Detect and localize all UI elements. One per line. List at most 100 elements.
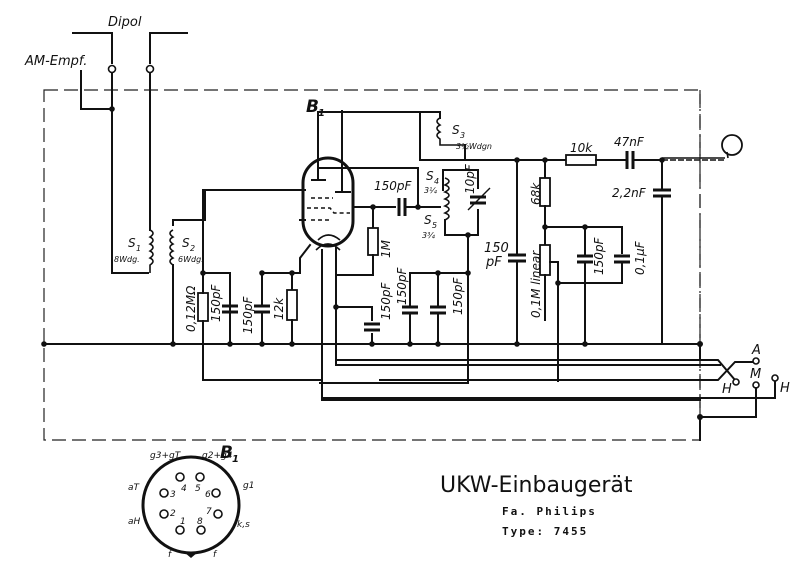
svg-text:0,12MΩ: 0,12MΩ xyxy=(184,285,198,332)
svg-text:150pF: 150pF xyxy=(592,236,606,275)
resistor-012M xyxy=(197,292,209,322)
tube-pinout-diagram: B 1 g3+gT g2+g4 aT aH g1 k,s f f 4 5 3 6… xyxy=(128,443,254,560)
svg-text:150pF: 150pF xyxy=(451,276,465,315)
svg-text:150pF: 150pF xyxy=(374,179,413,193)
capacitor-150pF-e: 150pF xyxy=(430,276,465,315)
svg-text:S: S xyxy=(424,213,432,227)
svg-text:2: 2 xyxy=(190,244,195,253)
svg-text:5: 5 xyxy=(195,484,201,494)
svg-text:1: 1 xyxy=(318,108,325,119)
svg-text:H: H xyxy=(780,381,790,396)
manufacturer: Fa. Philips xyxy=(502,505,597,518)
svg-text:10pF: 10pF xyxy=(463,163,477,194)
coil-s3: S 3 3½Wdgn xyxy=(436,117,492,151)
pin-7 xyxy=(213,509,223,519)
resistor-1M xyxy=(367,227,379,256)
svg-text:3¾: 3¾ xyxy=(422,231,435,240)
svg-text:2: 2 xyxy=(170,509,176,519)
coil-s1: S 1 8Wdg. xyxy=(114,229,154,273)
svg-text:6Wdg.: 6Wdg. xyxy=(178,255,204,264)
dipole-terminal-left[interactable] xyxy=(107,64,117,74)
resistor-10k xyxy=(565,154,597,166)
svg-text:150: 150 xyxy=(484,241,509,256)
svg-text:M: M xyxy=(750,367,761,382)
svg-text:A: A xyxy=(751,343,761,358)
svg-text:3¼: 3¼ xyxy=(424,186,437,195)
pin-2 xyxy=(159,509,169,519)
svg-text:S: S xyxy=(452,123,460,137)
capacitor-150pF-d: 150pF xyxy=(395,266,418,315)
capacitor-22nF: 2,2nF xyxy=(612,186,671,200)
svg-text:g2+g4: g2+g4 xyxy=(202,451,233,461)
type-number: Type: 7455 xyxy=(502,525,588,538)
capacitor-150pF-c: 150pF xyxy=(364,281,393,332)
svg-text:1: 1 xyxy=(136,244,141,253)
svg-text:1M: 1M xyxy=(379,239,393,258)
svg-text:aH: aH xyxy=(128,517,141,527)
svg-text:150pF: 150pF xyxy=(395,266,409,305)
svg-text:H: H xyxy=(722,382,732,397)
capacitor-150pF-f: 150 pF xyxy=(484,241,526,270)
svg-text:S: S xyxy=(182,236,190,250)
svg-text:0,1M linear: 0,1M linear xyxy=(529,250,543,318)
pin-6 xyxy=(211,488,221,498)
svg-text:47nF: 47nF xyxy=(614,135,645,149)
trimmer-capacitor-10pF: 10pF xyxy=(463,163,491,211)
svg-text:g1: g1 xyxy=(243,481,254,491)
svg-text:1: 1 xyxy=(232,454,239,465)
svg-text:3½Wdgn: 3½Wdgn xyxy=(456,142,492,151)
pin-5 xyxy=(195,472,205,482)
svg-text:4: 4 xyxy=(434,177,439,186)
capacitor-150pF-a: 150pF xyxy=(209,283,238,322)
device-title: UKW-Einbaugerät xyxy=(440,473,633,498)
svg-text:12k: 12k xyxy=(272,297,286,320)
svg-text:6: 6 xyxy=(205,490,211,500)
output-jack[interactable] xyxy=(721,134,743,159)
svg-text:2,2nF: 2,2nF xyxy=(612,186,647,200)
dipole-terminal-right[interactable] xyxy=(145,64,155,74)
svg-text:B: B xyxy=(306,97,319,117)
am-empf-label: AM-Empf. xyxy=(24,54,87,69)
svg-text:g3+gT: g3+gT xyxy=(150,451,182,461)
svg-text:5: 5 xyxy=(432,221,437,230)
svg-text:10k: 10k xyxy=(570,141,593,155)
capacitor-47nF: 47nF xyxy=(614,135,645,169)
title-block: UKW-Einbaugerät Fa. Philips Type: 7455 xyxy=(440,473,633,538)
svg-text:S: S xyxy=(426,169,434,183)
svg-text:3: 3 xyxy=(170,490,176,500)
switch-terminal-a[interactable] xyxy=(752,357,760,365)
dipol-label: Dipol xyxy=(108,15,142,30)
svg-text:150pF: 150pF xyxy=(209,283,223,322)
dipole-antenna: Dipol xyxy=(72,15,188,74)
svg-text:k,s: k,s xyxy=(237,520,250,530)
svg-text:4: 4 xyxy=(181,484,187,494)
pin-4 xyxy=(175,472,185,482)
svg-text:8Wdg.: 8Wdg. xyxy=(114,255,140,264)
svg-text:150pF: 150pF xyxy=(379,281,393,320)
pin-8 xyxy=(196,525,206,535)
svg-text:1: 1 xyxy=(180,517,186,527)
capacitor-150pF-coupling: 150pF xyxy=(374,179,413,216)
svg-text:0,1μF: 0,1μF xyxy=(633,240,647,275)
am-receiver-link: AM-Empf. xyxy=(24,54,115,112)
svg-text:7: 7 xyxy=(206,507,212,517)
svg-text:f: f xyxy=(168,550,173,560)
coil-s4-s5: S 4 3¼ S 5 3¾ xyxy=(422,169,479,240)
resistor-12k xyxy=(286,289,298,321)
svg-text:S: S xyxy=(128,236,136,250)
svg-text:f: f xyxy=(213,550,218,560)
svg-text:pF: pF xyxy=(485,255,502,270)
switch-terminal-h2[interactable] xyxy=(771,374,779,382)
pin-1 xyxy=(175,525,185,535)
coil-s2: S 2 6Wdg. xyxy=(169,189,301,345)
svg-text:68k: 68k xyxy=(529,182,543,205)
capacitor-01uF: 0,1μF xyxy=(614,240,647,275)
svg-text:8: 8 xyxy=(197,517,203,527)
tube-b1: B 1 xyxy=(301,97,421,251)
capacitor-150pF-g: 150pF xyxy=(577,236,606,275)
svg-text:150pF: 150pF xyxy=(241,295,255,334)
switch-terminal-h[interactable] xyxy=(732,378,740,386)
svg-text:aT: aT xyxy=(128,483,141,493)
svg-text:3: 3 xyxy=(460,131,465,140)
